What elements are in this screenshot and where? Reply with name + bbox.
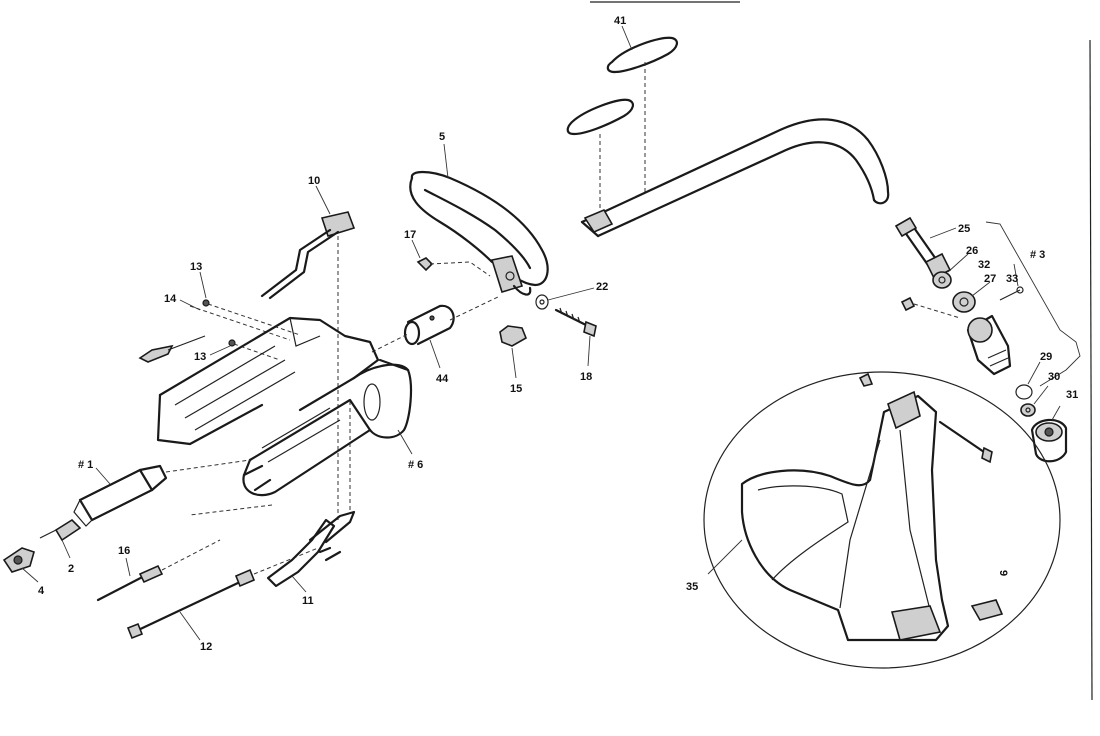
- leader-30: [1033, 385, 1049, 405]
- leader-13b: [209, 345, 231, 356]
- leader-6: [397, 429, 413, 455]
- label-5: 5: [439, 131, 445, 143]
- scan-edge-right: [1089, 39, 1093, 701]
- part-35-guard: [703, 371, 1061, 669]
- part-27-bushing: [952, 291, 976, 313]
- part-2-tip: [39, 518, 82, 542]
- part-11-lever: [266, 510, 356, 588]
- label-44: 44: [436, 373, 449, 385]
- label-1: # 1: [78, 459, 93, 471]
- leader-13a: [199, 271, 207, 299]
- leader-11: [291, 575, 307, 593]
- part-4-cap: [2, 547, 35, 573]
- label-35: 35: [686, 581, 698, 593]
- bolt-27: [900, 296, 961, 319]
- leader-2: [61, 539, 71, 559]
- label-30: 30: [1048, 371, 1060, 383]
- part-13-screw-upper: [202, 299, 301, 336]
- part-18-bolt: [554, 307, 597, 338]
- part-12-cable: [126, 547, 319, 640]
- part-15-bracket: [499, 325, 528, 347]
- leader-14: [179, 299, 201, 311]
- leader-41: [621, 25, 633, 51]
- leader-27: [971, 281, 991, 297]
- leader-31: [1051, 405, 1061, 421]
- part-25-pin: [894, 216, 952, 280]
- label-33: 33: [1006, 273, 1018, 285]
- label-41: 41: [614, 15, 626, 27]
- assembly-line-1: [165, 459, 251, 473]
- label-16: 16: [118, 545, 130, 557]
- part-3-housing: [966, 314, 1012, 376]
- part-31-cap: [1030, 418, 1068, 463]
- part-26-washer: [932, 271, 952, 289]
- label-9: 9: [997, 570, 1009, 576]
- part-41-grip-pad: [606, 36, 678, 74]
- leader-26: [947, 253, 969, 273]
- part-1-cylinder: [73, 464, 168, 527]
- part-33-pin: [999, 286, 1024, 301]
- leader-25: [929, 227, 957, 239]
- part-22-washer: [535, 294, 549, 310]
- leader-29: [1027, 361, 1041, 385]
- leader-44: [429, 339, 441, 369]
- label-26: 26: [966, 245, 978, 257]
- group-bracket-line: [985, 221, 1081, 387]
- part-10-bracket: [260, 211, 356, 300]
- leader-12: [179, 611, 201, 641]
- assembly-line-44a: [371, 333, 409, 353]
- leader-15: [511, 347, 517, 379]
- label-12: 12: [200, 641, 212, 653]
- leader-22: [547, 287, 595, 301]
- label-2: 2: [68, 563, 74, 575]
- small-lever: [138, 335, 206, 363]
- grip-pad-lower: [566, 98, 634, 136]
- part-14-pin: [189, 305, 291, 341]
- label-3: # 3: [1030, 249, 1045, 261]
- label-6: # 6: [408, 459, 423, 471]
- label-13-lower: 13: [194, 351, 206, 363]
- part-44-sleeve: [403, 304, 455, 346]
- leader-18: [587, 335, 591, 367]
- assembly-line-17: [429, 261, 491, 277]
- label-32: 32: [978, 259, 990, 271]
- leader-10: [315, 185, 331, 215]
- label-4: 4: [38, 585, 45, 597]
- label-15: 15: [510, 383, 522, 395]
- part-16-rod: [96, 539, 221, 602]
- leader-33: [1013, 263, 1019, 287]
- part-5-loop-handle: [409, 170, 549, 296]
- label-22: 22: [596, 281, 608, 293]
- leader-16: [125, 557, 131, 577]
- label-17: 17: [404, 229, 416, 241]
- leader-35: [707, 539, 743, 575]
- leader-1: [95, 467, 111, 485]
- label-25: 25: [958, 223, 970, 235]
- label-29: 29: [1040, 351, 1052, 363]
- part-17-nut: [416, 257, 434, 272]
- label-11: 11: [302, 595, 314, 607]
- leader-4: [21, 567, 39, 583]
- label-18: 18: [580, 371, 592, 383]
- leader-5: [443, 143, 449, 179]
- label-27: 27: [984, 273, 996, 285]
- leader-17: [411, 239, 421, 259]
- label-13-upper: 13: [190, 261, 202, 273]
- assembly-line-44b: [449, 295, 501, 321]
- label-31: 31: [1066, 389, 1078, 401]
- part-6-housing: [156, 316, 413, 497]
- part-30-washer: [1020, 403, 1036, 417]
- label-14: 14: [164, 293, 177, 305]
- assembly-line-housing: [189, 504, 273, 516]
- part-29-washer: [1015, 384, 1033, 400]
- handle-tube: [580, 118, 890, 238]
- label-10: 10: [308, 175, 320, 187]
